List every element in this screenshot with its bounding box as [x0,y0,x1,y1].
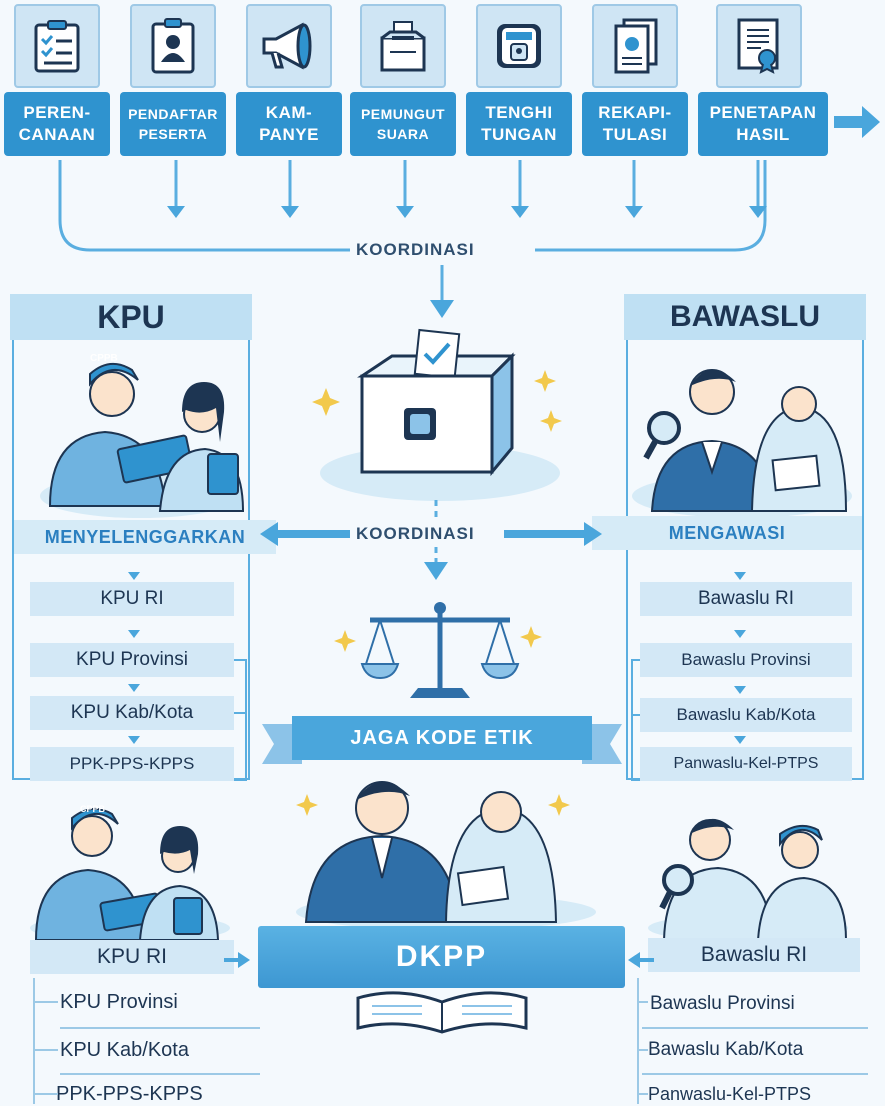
bawaslu-title: BAWASLU [624,294,866,340]
kpu-level-ppk: PPK-PPS-KPPS [30,747,234,781]
jaga-kode-etik-banner: JAGA KODE ETIK [292,716,592,760]
kpu-hierarchy-connectors [128,572,247,781]
bottom-kpu-level-ri: KPU RI [30,940,234,974]
stage-label: PENDAFTAR PESERTA [120,92,226,156]
bottom-bawaslu-level-panwaslu: Panwaslu-Kel-PTPS [648,1083,812,1104]
coordination-connectors [58,160,767,318]
stage-label: TENGHI TUNGAN [466,92,572,156]
bottom-bawaslu-officers-illustration [648,818,848,942]
kpu-officers-illustration [40,363,245,518]
stage-kampanye: KAM- PANYE [236,4,342,156]
bottom-kpu-officers-illustration [30,807,230,942]
ballot-box-icon [360,4,446,88]
stage-rekapitulasi: REKAPI- TULASI [582,4,688,156]
bawaslu-hierarchy-connectors [631,572,746,781]
stage-label: PENETAPAN HASIL [698,92,828,156]
stage-perencanaan: PEREN- CANAAN [4,4,110,156]
koordinasi-label-middle: KOORDINASI [350,524,481,544]
kpu-level-kabkota: KPU Kab/Kota [30,696,234,730]
bottom-bawaslu-connectors [637,978,868,1104]
bottom-kpu-level-provinsi: KPU Provinsi [60,990,178,1013]
megaphone-icon [246,4,332,88]
bottom-kpu-connectors [33,978,260,1104]
dkpp-label: DKPP [258,926,625,988]
documents-icon [592,4,678,88]
certificate-icon [716,4,802,88]
arrow-right-icon [834,106,880,138]
checklist-clipboard-icon [14,4,100,88]
bawaslu-level-kabkota: Bawaslu Kab/Kota [640,698,852,732]
arrow-to-dkpp-left-icon [224,952,250,968]
stage-label: REKAPI- TULASI [582,92,688,156]
ballot-box-lock-icon [476,4,562,88]
id-card-icon [130,4,216,88]
bottom-kpu-level-ppk: PPK-PPS-KPPS [56,1082,203,1105]
kpu-role: MENYELENGGARKAN [14,520,276,554]
bawaslu-level-ri: Bawaslu RI [640,582,852,616]
bottom-bawaslu-level-kabkota: Bawaslu Kab/Kota [648,1039,804,1060]
stage-label: PEMUNGUT SUARA [350,92,456,156]
stage-pendaftar-peserta: PENDAFTAR PESERTA [120,4,226,156]
bottom-bawaslu-level-provinsi: Bawaslu Provinsi [650,993,795,1014]
stage-tenghi-tungan: TENGHI TUNGAN [466,4,572,156]
bawaslu-role: MENGAWASI [592,516,862,550]
stage-label: PEREN- CANAAN [4,92,110,156]
stage-label: KAM- PANYE [236,92,342,156]
kpu-title: KPU [10,294,252,340]
scales-of-justice-icon [334,602,542,698]
open-book-icon [356,991,528,1034]
bottom-kpu-cap-text: CPPB [80,804,106,814]
bottom-bawaslu-level-ri: Bawaslu RI [648,938,860,972]
middle-coordination-arrows [260,500,602,580]
bawaslu-level-panwaslu: Panwaslu-Kel-PTPS [640,747,852,781]
ballot-box-illustration [312,328,562,501]
dkpp-officials-illustration [296,781,596,930]
kpu-cap-text: CPPB [90,353,118,364]
stage-penetapan-hasil: PENETAPAN HASIL [698,4,828,156]
kpu-level-ri: KPU RI [30,582,234,616]
kpu-level-provinsi: KPU Provinsi [30,643,234,677]
arrow-to-dkpp-right-icon [628,952,654,968]
bottom-kpu-level-kabkota: KPU Kab/Kota [60,1038,189,1061]
koordinasi-label-top: KOORDINASI [350,240,481,260]
stage-pemungut-suara: PEMUNGUT SUARA [350,4,456,156]
bawaslu-officers-illustration [632,369,852,518]
bawaslu-level-provinsi: Bawaslu Provinsi [640,643,852,677]
election-stages-row: PEREN- CANAAN PENDAFTAR PESERTA KAM- PAN… [0,0,885,170]
